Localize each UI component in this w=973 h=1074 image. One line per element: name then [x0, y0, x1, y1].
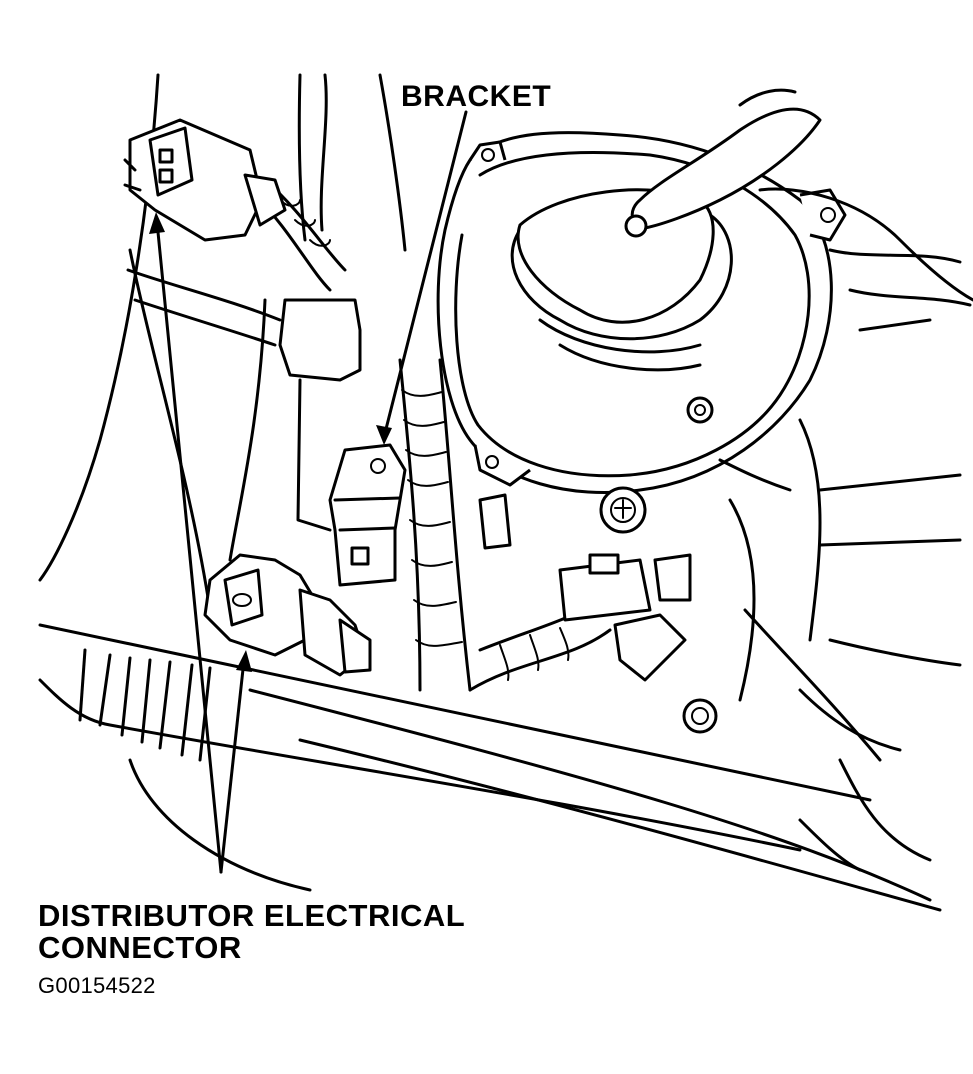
- engine-block: [718, 187, 973, 762]
- distributor-body: [436, 88, 847, 494]
- hose-outlines: [38, 73, 407, 612]
- bracket-part: [328, 443, 407, 587]
- bracket-label: BRACKET: [401, 80, 552, 113]
- distributor-connector-label-line2: CONNECTOR: [38, 930, 242, 965]
- distributor-side-connector: [478, 493, 692, 682]
- wiring-harness: [253, 178, 612, 692]
- lower-hose: [38, 623, 942, 912]
- connector-leader-line-lower: [219, 658, 246, 874]
- connector-leader-line-upper: [155, 220, 223, 874]
- figure-code: G00154522: [38, 973, 156, 998]
- upper-mount-bracket: [278, 298, 362, 532]
- leader-lines: [149, 110, 468, 874]
- distributor-connector-label-line1: DISTRIBUTOR ELECTRICAL: [38, 898, 466, 933]
- connector-upper: [123, 118, 287, 242]
- bracket-leader-line: [382, 110, 468, 439]
- connector-lower: [203, 553, 372, 677]
